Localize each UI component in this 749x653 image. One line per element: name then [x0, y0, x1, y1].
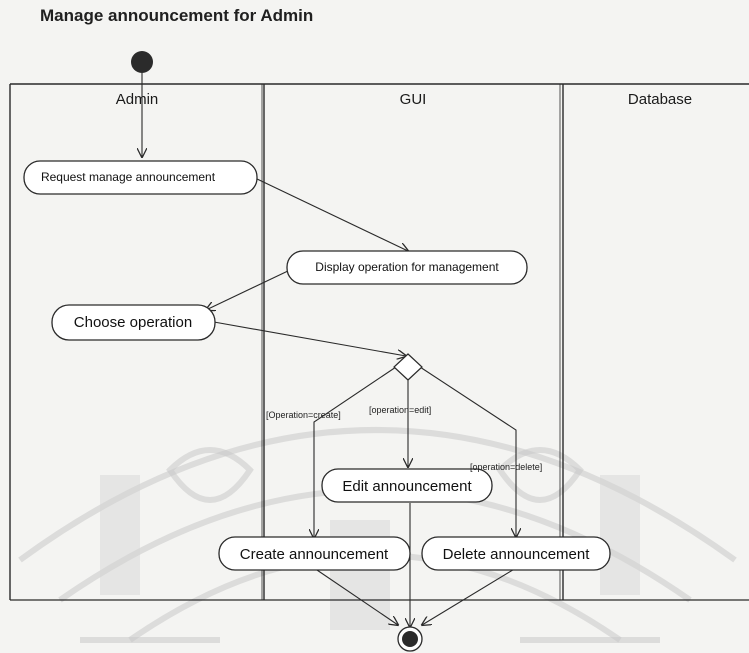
swimlane-frame	[9, 83, 749, 601]
svg-text:Edit announcement: Edit announcement	[342, 478, 472, 495]
guard-create: [Operation=create]	[266, 410, 341, 420]
final-node	[397, 626, 423, 652]
flow-request-to-display	[254, 177, 408, 251]
svg-text:Choose operation: Choose operation	[74, 314, 192, 331]
flow-delete-to-end	[422, 567, 517, 625]
activity-create: Create announcement	[218, 536, 411, 571]
activity-choose: Choose operation	[51, 304, 216, 341]
activity-delete: Delete announcement	[421, 536, 611, 571]
watermark-seal	[18, 427, 737, 643]
svg-text:Request manage announcement: Request manage announcement	[41, 170, 216, 184]
svg-text:Create announcement: Create announcement	[240, 546, 389, 563]
guard-edit: [operation=edit]	[369, 405, 431, 415]
flow-create-to-end	[313, 567, 398, 625]
initial-node	[131, 51, 153, 73]
guard-delete: [operation=delete]	[470, 462, 542, 472]
activity-request: Request manage announcement	[23, 160, 258, 195]
flow-display-to-choose	[206, 269, 291, 310]
lane-database-label: Database	[628, 91, 692, 108]
flow-decision-to-delete	[419, 366, 516, 537]
lane-gui-label: GUI	[400, 91, 427, 108]
activity-display: Display operation for management	[286, 250, 528, 285]
lane-admin-label: Admin	[116, 91, 159, 108]
svg-text:Display operation for manageme: Display operation for management	[315, 260, 499, 274]
flow-choose-to-decision	[213, 321, 406, 356]
diagram-title: Manage announcement for Admin	[40, 6, 314, 25]
decision-node	[393, 353, 423, 381]
svg-text:Delete announcement: Delete announcement	[443, 546, 591, 563]
activity-edit: Edit announcement	[321, 468, 493, 503]
flow-decision-to-create	[314, 366, 397, 538]
control-flows	[142, 73, 516, 627]
